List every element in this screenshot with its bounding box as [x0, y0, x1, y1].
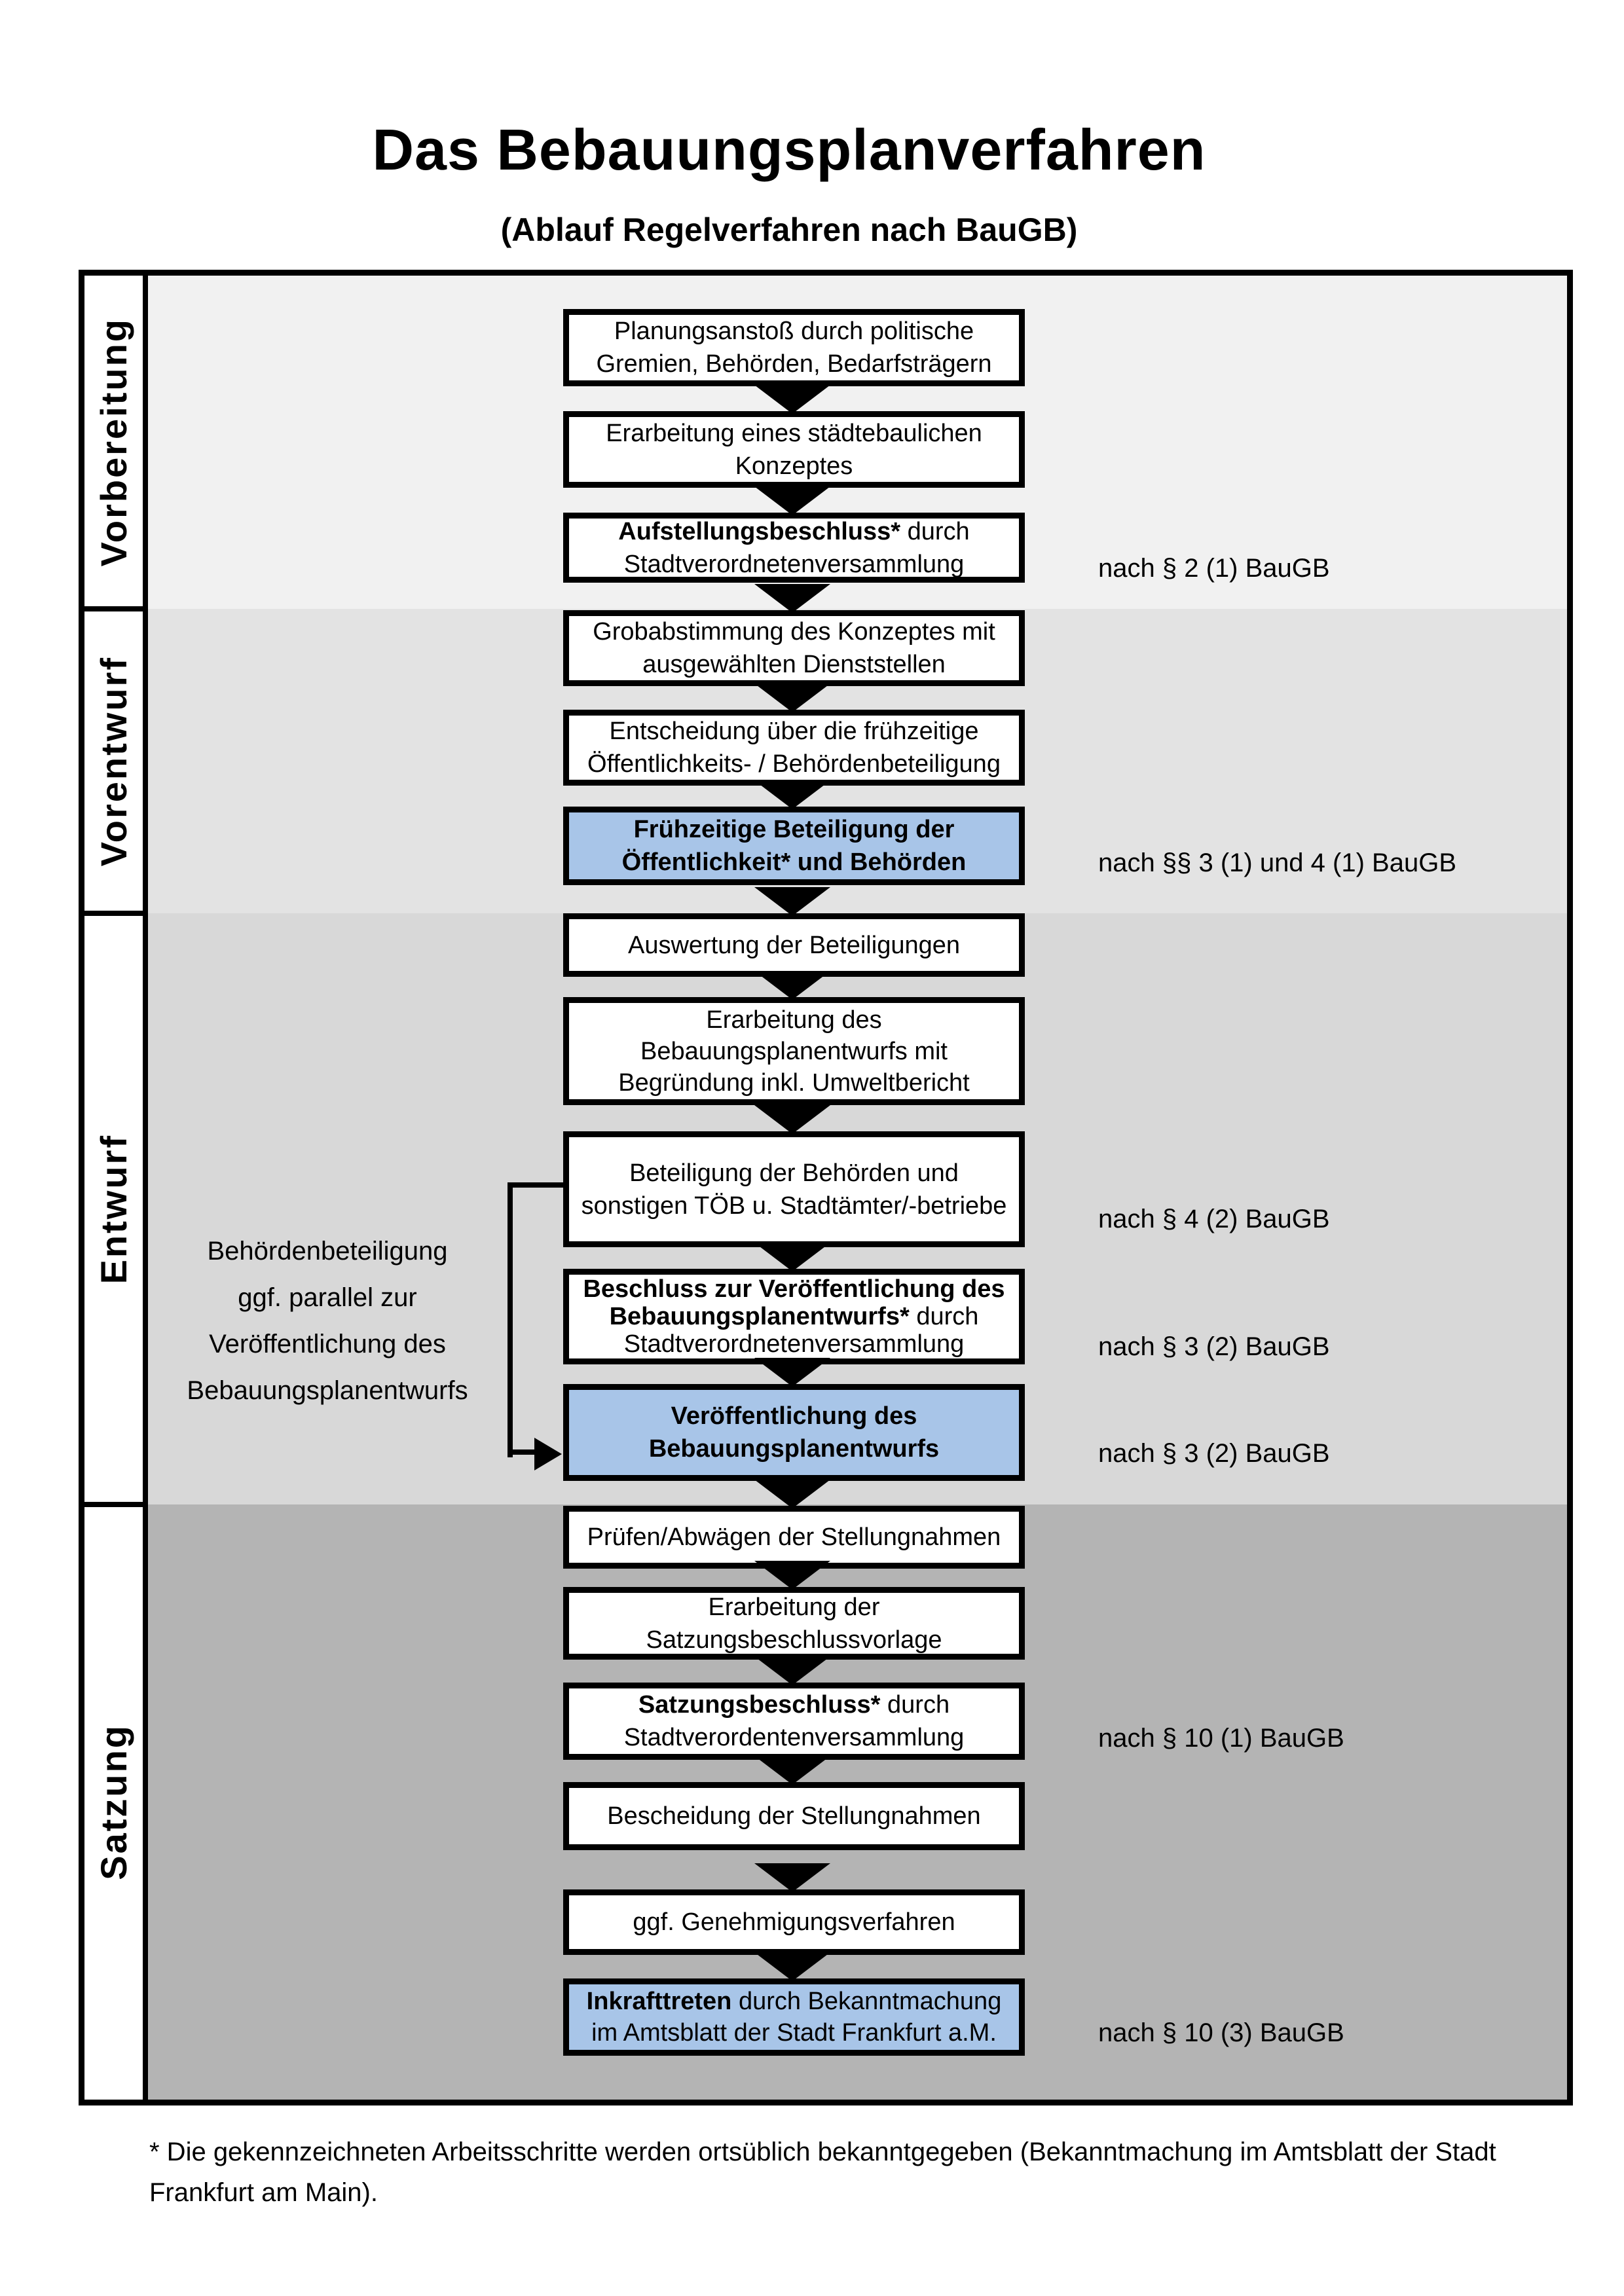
flow-arrow-down-icon — [754, 1480, 830, 1508]
flow-step-beteiligung-behoerden-toeb: Beteiligung der Behörden und sonstigen T… — [563, 1131, 1025, 1247]
flow-arrow-down-icon — [754, 1756, 830, 1785]
page-title: Das Bebauungsplanverfahren — [372, 117, 1206, 182]
flow-step-genehmigungsverfahren: ggf. Genehmigungsverfahren — [563, 1889, 1025, 1955]
flow-step-veroeffentlichung-entwurf: Veröffentlichung des Bebauungsplanentwur… — [563, 1384, 1025, 1481]
annotation-line: Behördenbeteiligung — [207, 1237, 448, 1266]
legal-reference: nach § 2 (1) BauGB — [1098, 554, 1330, 583]
flow-arrow-down-icon — [754, 780, 830, 809]
flow-step-aufstellungsbeschluss: Aufstellungsbeschluss* durch Stadtverord… — [563, 513, 1025, 583]
annotation-line: Bebauungsplanentwurfs — [187, 1376, 468, 1405]
annotation-line: Veröffentlichung des — [209, 1330, 446, 1358]
flow-arrow-down-icon — [754, 1561, 830, 1590]
label-cell-border — [84, 606, 148, 611]
flow-arrow-down-icon — [754, 385, 830, 414]
flow-step-planungsanstoss: Planungsanstoß durch politische Gremien,… — [563, 309, 1025, 386]
label-cell-border — [84, 1502, 148, 1507]
flow-arrow-down-icon — [754, 971, 830, 1000]
legal-reference: nach § 4 (2) BauGB — [1098, 1205, 1330, 1233]
parallel-bracket-line — [507, 1182, 513, 1457]
flow-arrow-down-icon — [754, 683, 830, 712]
phase-label-strip — [84, 276, 143, 2100]
annotation-line: ggf. parallel zur — [238, 1283, 417, 1312]
flow-step-erarbeitung-bebauungsplanentwurf: Erarbeitung des Bebauungsplanentwurfs mi… — [563, 997, 1025, 1105]
legal-reference: nach § 3 (2) BauGB — [1098, 1332, 1330, 1361]
footnote-line: Frankfurt am Main). — [149, 2178, 378, 2207]
flow-arrow-down-icon — [754, 486, 830, 515]
flow-arrow-down-icon — [754, 1656, 830, 1685]
legal-reference: nach § 3 (2) BauGB — [1098, 1439, 1330, 1468]
flow-step-auswertung-beteiligungen: Auswertung der Beteiligungen — [563, 913, 1025, 977]
flow-step-fruehzeitige-beteiligung: Frühzeitige Beteiligung der Öffentlichke… — [563, 807, 1025, 885]
parallel-annotation: Behördenbeteiligung ggf. parallel zur Ve… — [157, 1228, 498, 1414]
parallel-arrow-right-icon — [534, 1438, 562, 1470]
flow-arrow-down-icon — [754, 1863, 830, 1892]
flow-arrow-down-icon — [754, 1243, 830, 1271]
label-strip-divider — [143, 276, 148, 2100]
flow-step-pruefen-abwaegen-stellungnahmen: Prüfen/Abwägen der Stellungnahmen — [563, 1506, 1025, 1569]
page-subtitle: (Ablauf Regelverfahren nach BauGB) — [500, 211, 1078, 248]
flow-arrow-down-icon — [754, 1105, 830, 1134]
legal-reference: nach §§ 3 (1) und 4 (1) BauGB — [1098, 848, 1456, 877]
parallel-bracket-top-tick — [507, 1182, 563, 1188]
flow-step-satzungsbeschluss: Satzungsbeschluss* durch Stadtverordente… — [563, 1683, 1025, 1760]
flow-arrow-down-icon — [754, 887, 830, 916]
process-frame — [79, 270, 1573, 2105]
flow-step-satzungsbeschlussvorlage: Erarbeitung der Satzungsbeschlussvorlage — [563, 1587, 1025, 1660]
flow-step-entscheidung-fruehzeitige-beteiligung: Entscheidung über die frühzeitige Öffent… — [563, 710, 1025, 786]
legal-reference: nach § 10 (1) BauGB — [1098, 1724, 1344, 1753]
flow-step-inkrafttreten: Inkrafttreten durch Bekanntmachung im Am… — [563, 1978, 1025, 2056]
flow-step-beschluss-veroeffentlichung: Beschluss zur Veröffentlichung des Bebau… — [563, 1269, 1025, 1364]
flow-step-bescheidung-stellungnahmen: Bescheidung der Stellungnahmen — [563, 1782, 1025, 1850]
flow-step-grobabstimmung: Grobabstimmung des Konzeptes mit ausgewä… — [563, 610, 1025, 686]
flow-step-staedtebauliches-konzept: Erarbeitung eines städtebaulichen Konzep… — [563, 411, 1025, 488]
footnote-line: * Die gekennzeichneten Arbeitsschritte w… — [149, 2138, 1496, 2166]
label-cell-border — [84, 911, 148, 916]
legal-reference: nach § 10 (3) BauGB — [1098, 2018, 1344, 2047]
footnote: * Die gekennzeichneten Arbeitsschritte w… — [149, 2132, 1551, 2213]
flow-arrow-down-icon — [754, 1952, 830, 1981]
flow-arrow-down-icon — [754, 584, 830, 613]
parallel-bracket-bottom-stem — [507, 1449, 535, 1455]
flow-arrow-down-icon — [754, 1358, 830, 1387]
